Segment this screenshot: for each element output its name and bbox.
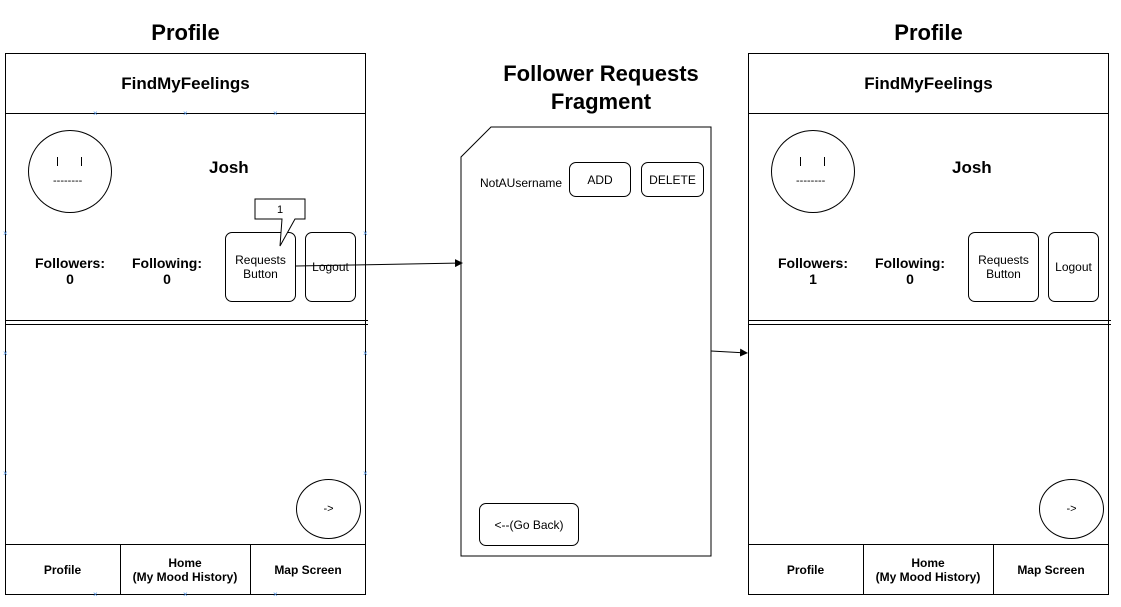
selection-handle-icon: × <box>183 109 188 118</box>
right-followers-value: 1 <box>809 271 817 287</box>
right-nav-map-tab[interactable]: Map Screen <box>1017 562 1085 577</box>
selection-handle-icon: × <box>363 229 368 238</box>
right-username: Josh <box>952 158 992 177</box>
right-next-fab[interactable]: -> <box>1039 479 1104 539</box>
left-nav-home-label: Home <box>168 555 202 570</box>
selection-handle-icon: × <box>273 590 278 599</box>
right-nav-divider <box>748 544 1109 545</box>
selection-handle-icon: × <box>273 109 278 118</box>
left-nav-map-tab[interactable]: Map Screen <box>274 562 342 577</box>
left-nav-home-tab[interactable]: Home (My Mood History) <box>120 544 250 595</box>
right-logout-button[interactable]: Logout <box>1048 232 1099 302</box>
left-screen-heading: Profile <box>151 20 220 45</box>
right-header-divider <box>748 113 1109 114</box>
left-header-divider <box>5 113 366 114</box>
selection-handle-icon: × <box>93 109 98 118</box>
left-logout-button[interactable]: Logout <box>305 232 356 302</box>
selection-handle-icon: × <box>183 590 188 599</box>
request-username: NotAUsername <box>480 176 563 190</box>
right-following-stat: Following: 0 <box>870 255 950 287</box>
left-next-fab[interactable]: -> <box>296 479 361 539</box>
left-following-label: Following: <box>132 255 202 271</box>
left-nav-profile-tab[interactable]: Profile <box>43 562 82 577</box>
fragment-heading-line1: Follower Requests <box>503 61 699 86</box>
delete-request-button[interactable]: DELETE <box>641 162 704 197</box>
right-nav-home-sublabel: (My Mood History) <box>875 569 981 584</box>
left-followers-label: Followers: <box>34 255 105 271</box>
selection-handle-icon: × <box>93 590 98 599</box>
left-requests-button[interactable]: Requests Button <box>225 232 296 302</box>
left-app-title: FindMyFeelings <box>121 73 250 93</box>
left-nav-home-sublabel: (My Mood History) <box>132 569 238 584</box>
left-followers-value: 0 <box>66 271 74 287</box>
selection-handle-icon: × <box>3 469 8 478</box>
left-nav-divider <box>5 544 366 545</box>
fragment-heading: Follower Requests Fragment <box>460 60 742 116</box>
left-username: Josh <box>209 158 249 177</box>
left-avatar-mouth: -------- <box>53 175 83 187</box>
right-avatar-face-icon: -------- <box>771 130 855 213</box>
right-following-label: Following: <box>875 255 945 271</box>
selection-handle-icon: × <box>363 469 368 478</box>
left-following-value: 0 <box>163 271 171 287</box>
left-following-stat: Following: 0 <box>127 255 207 287</box>
left-avatar-face-icon: -------- <box>28 130 112 213</box>
right-following-value: 0 <box>906 271 914 287</box>
left-section-divider <box>5 320 368 321</box>
right-screen-heading: Profile <box>894 20 963 45</box>
right-requests-button[interactable]: Requests Button <box>968 232 1039 302</box>
right-section-divider <box>748 320 1111 321</box>
add-request-button[interactable]: ADD <box>569 162 631 197</box>
right-followers-label: Followers: <box>777 255 848 271</box>
right-followers-stat: Followers: 1 <box>773 255 853 287</box>
right-avatar-mouth: -------- <box>796 175 826 187</box>
right-nav-home-label: Home <box>911 555 945 570</box>
selection-handle-icon: × <box>3 349 8 358</box>
go-back-button[interactable]: <--(Go Back) <box>479 503 579 546</box>
right-nav-profile-tab[interactable]: Profile <box>786 562 825 577</box>
selection-handle-icon: × <box>3 229 8 238</box>
arrow-to-updated-profile <box>710 348 748 357</box>
left-followers-stat: Followers: 0 <box>30 255 110 287</box>
left-requests-badge: 1 <box>276 203 284 216</box>
selection-handle-icon: × <box>363 349 368 358</box>
fragment-heading-line2: Fragment <box>550 89 652 114</box>
right-nav-home-tab[interactable]: Home (My Mood History) <box>863 544 993 595</box>
right-app-title: FindMyFeelings <box>864 73 993 93</box>
